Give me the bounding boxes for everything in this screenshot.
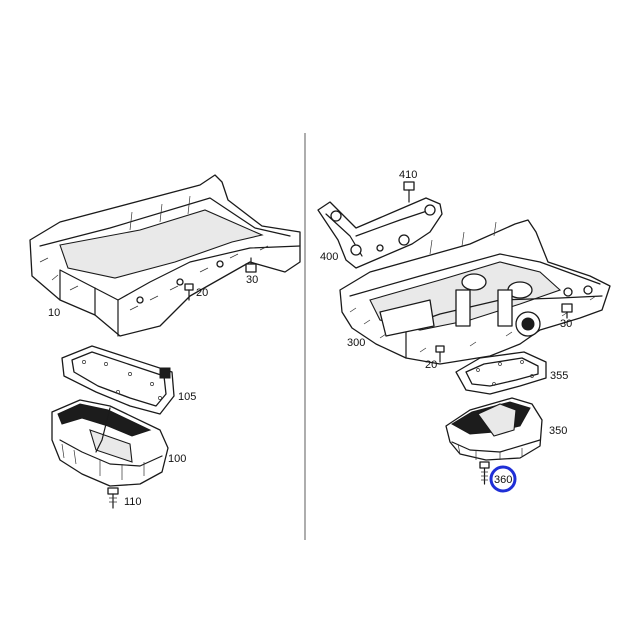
label-100: 100 [168,453,186,465]
left-upper-oil-pan[interactable] [29,174,301,337]
right-screw-20[interactable] [435,345,445,363]
left-bolt-30[interactable] [245,257,257,273]
label-360: 360 [494,474,512,486]
left-lower-oil-pan[interactable] [51,399,169,487]
label-105: 105 [178,391,196,403]
label-410: 410 [399,169,417,181]
right-gasket[interactable] [455,351,547,395]
highlight-circle [489,465,517,493]
label-20-right: 20 [425,359,437,371]
right-bolt-410[interactable] [403,181,415,203]
right-bolt-30[interactable] [561,303,573,319]
left-gasket[interactable] [61,345,175,415]
label-300: 300 [347,337,365,349]
label-350: 350 [549,425,567,437]
label-20-left: 20 [196,287,208,299]
label-30-left: 30 [246,274,258,286]
left-drain-plug[interactable] [107,487,119,509]
left-screw-20[interactable] [184,283,194,301]
right-bracket[interactable] [317,197,443,269]
label-355: 355 [550,370,568,382]
label-30-right: 30 [560,318,572,330]
label-400: 400 [320,251,338,263]
label-10: 10 [48,307,60,319]
right-lower-oil-pan[interactable] [445,397,543,461]
right-upper-oil-pan[interactable] [339,219,611,365]
right-drain-plug[interactable] [479,461,490,485]
label-110: 110 [124,496,142,508]
